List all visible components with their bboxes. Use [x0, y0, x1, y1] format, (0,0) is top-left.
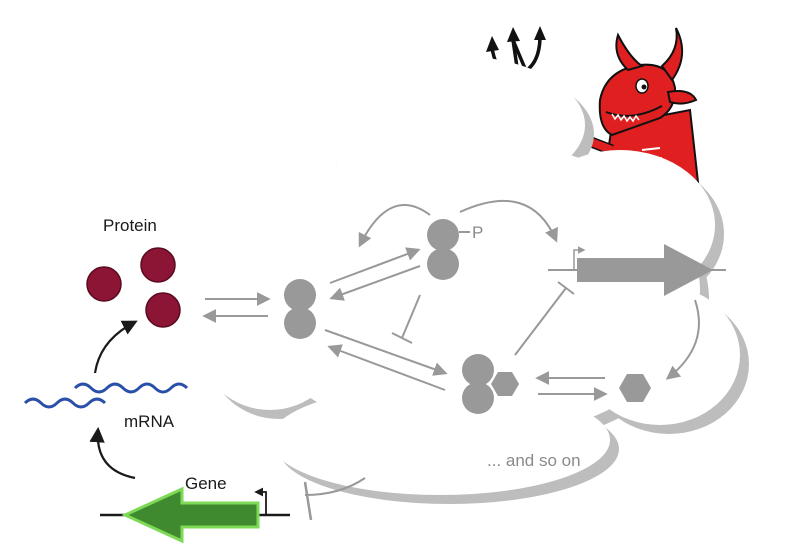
- translation-arrow: [93, 320, 138, 374]
- protein-molecule: [140, 247, 176, 283]
- protein-molecule: [145, 292, 181, 328]
- dimer-top: [284, 279, 316, 311]
- mrna-strand: [73, 382, 189, 394]
- complex-hexagon: [491, 372, 519, 396]
- gene-promoter: [254, 487, 267, 515]
- gene-arrow: [121, 486, 260, 544]
- complex-top: [462, 354, 494, 386]
- gene-group: Gene: [100, 474, 290, 544]
- phospho-label: P: [472, 223, 483, 242]
- mrna-strand: [23, 397, 107, 409]
- mrna-label: mRNA: [124, 412, 175, 431]
- dimer-bottom: [284, 307, 316, 339]
- phospho-dimer-top: [427, 219, 459, 251]
- protein-label: Protein: [103, 216, 157, 235]
- cloud-icon: [200, 55, 749, 504]
- ligand-hexagon: [619, 374, 651, 402]
- complex-bottom: [462, 382, 494, 414]
- and-so-on-label: ... and so on: [487, 451, 581, 470]
- gene-label: Gene: [185, 474, 227, 493]
- regulatory-network: P ... and so on: [202, 199, 726, 521]
- phospho-dimer-bottom: [427, 248, 459, 280]
- transcription-arrow: [89, 426, 136, 480]
- protein-group: Protein: [86, 216, 181, 328]
- protein-molecule: [86, 266, 122, 302]
- mrna-group: mRNA: [23, 382, 189, 431]
